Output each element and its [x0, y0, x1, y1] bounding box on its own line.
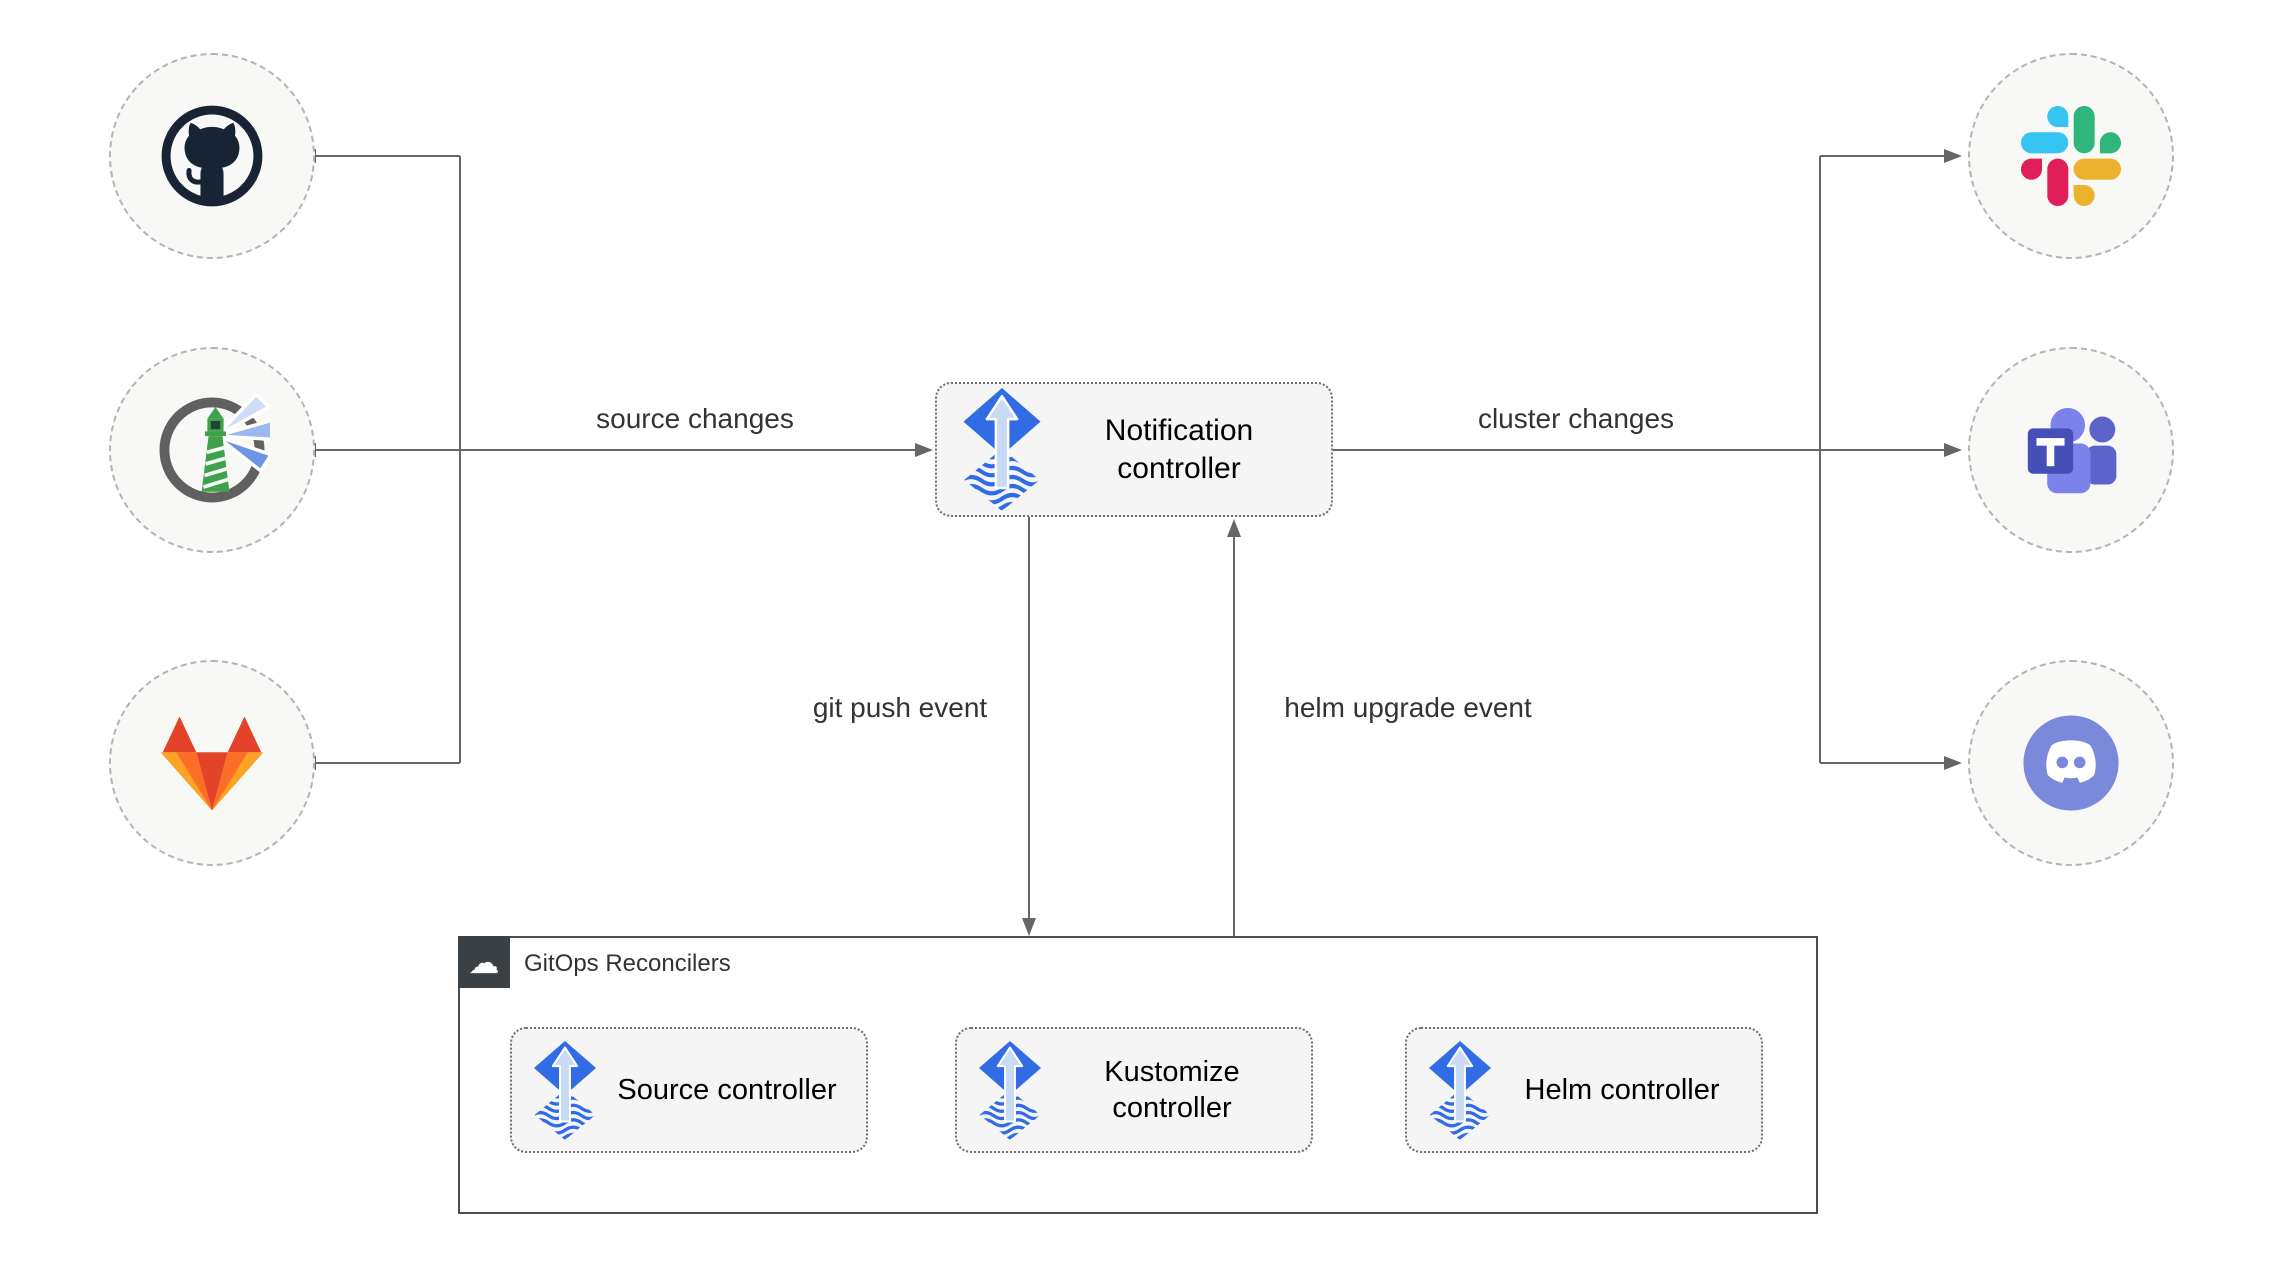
edge-label-git-push-event: git push event	[812, 692, 988, 723]
service-harbor	[109, 347, 315, 553]
helm-controller-label: Helm controller	[1524, 1073, 1720, 1106]
flux-logo-icon	[977, 1041, 1043, 1140]
edge-label-helm-upgrade-event: helm upgrade event	[1284, 692, 1532, 723]
discord-icon	[2023, 715, 2119, 811]
teams-icon	[2027, 407, 2117, 494]
service-teams	[1968, 347, 2174, 553]
flux-logo-icon	[961, 388, 1043, 511]
service-github	[109, 53, 315, 259]
flux-logo-icon	[1427, 1041, 1493, 1140]
notification-controller-node: Notification controller	[935, 382, 1333, 517]
gitops-reconcilers-label: GitOps Reconcilers	[524, 950, 731, 977]
flux-logo-icon	[532, 1041, 598, 1140]
edge-label-source-changes: source changes	[596, 403, 794, 434]
cloud-glyph: ☁	[468, 944, 500, 980]
service-gitlab	[109, 660, 315, 866]
github-icon	[161, 105, 263, 207]
service-discord	[1968, 660, 2174, 866]
notification-controller-label: Notification controller	[1104, 414, 1254, 485]
harbor-icon	[159, 392, 270, 503]
cloud-icon: ☁	[458, 936, 510, 988]
source-controller-label: Source controller	[617, 1073, 837, 1106]
kustomize-controller-node: Kustomize controller	[955, 1027, 1313, 1153]
helm-controller-node: Helm controller	[1405, 1027, 1763, 1153]
source-controller-node: Source controller	[510, 1027, 868, 1153]
service-slack	[1968, 53, 2174, 259]
slack-icon	[2021, 106, 2121, 206]
edge-label-cluster-changes: cluster changes	[1477, 403, 1675, 434]
gitlab-icon	[160, 715, 264, 811]
kustomize-controller-label: Kustomize controller	[1104, 1055, 1240, 1124]
